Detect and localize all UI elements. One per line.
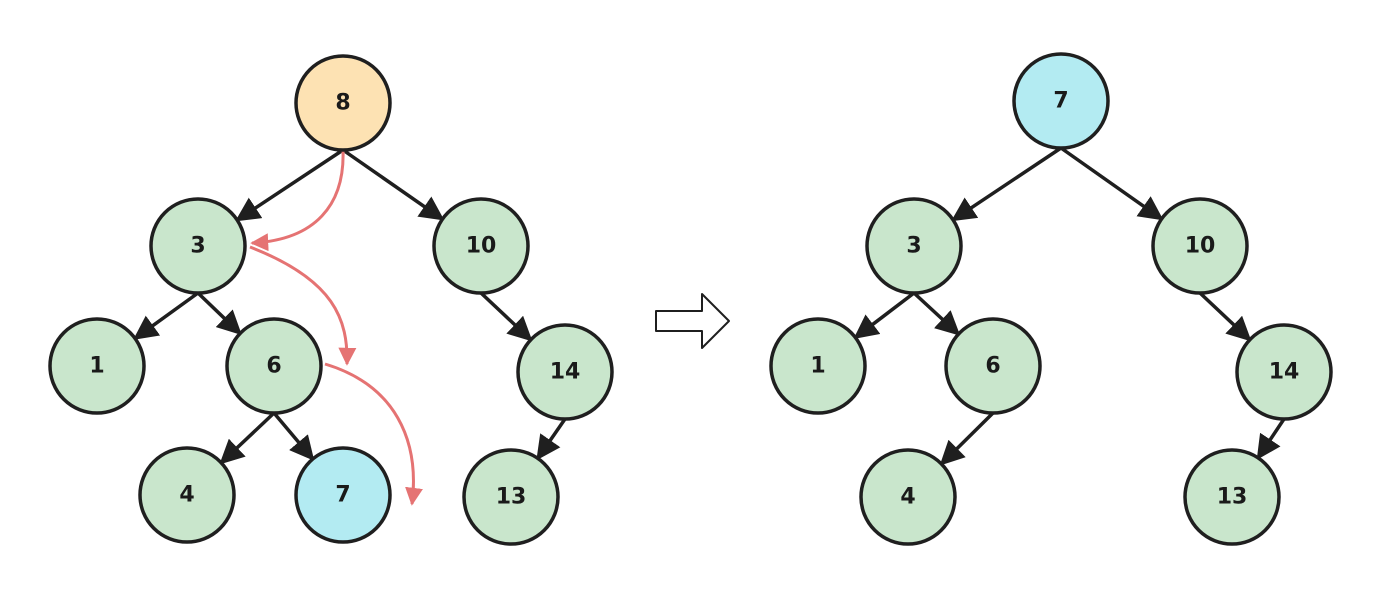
node-circle (432, 197, 530, 295)
node-label: 13 (1217, 485, 1248, 510)
node-circle (138, 446, 236, 544)
node-label: 14 (550, 360, 581, 385)
tree-node-1: 1 (769, 317, 867, 415)
node-label: 6 (985, 354, 1000, 379)
edge-b14-b13 (536, 418, 567, 461)
node-circle (294, 54, 392, 152)
node-circle (462, 448, 560, 546)
edge-b10-b14 (479, 291, 533, 342)
before-tree-nodes: 8 3 10 1 6 14 4 7 13 (48, 54, 614, 546)
node-label: 8 (335, 91, 350, 116)
node-label: 13 (496, 485, 527, 510)
tree-node-10: 10 (1151, 197, 1249, 295)
node-label: 4 (900, 485, 915, 510)
highlight-path-b8-b3 (250, 149, 345, 252)
node-circle (1151, 197, 1249, 295)
edge-a14-a13 (1256, 418, 1286, 460)
edge-a6-a4 (939, 411, 995, 466)
edge-b6-b7 (272, 411, 315, 461)
node-label: 7 (335, 483, 350, 508)
tree-node-7: 7 (294, 446, 392, 544)
edge-a3-a1 (853, 291, 916, 340)
node-label: 14 (1269, 360, 1300, 385)
tree-node-3: 3 (149, 197, 247, 295)
after-tree-nodes: 7 3 10 1 6 14 4 13 (769, 52, 1333, 546)
node-circle (225, 317, 323, 415)
node-label: 1 (810, 354, 825, 379)
before-tree-edges (133, 148, 567, 465)
node-circle (149, 197, 247, 295)
tree-node-7: 7 (1012, 52, 1110, 150)
edge-a7-a10 (1059, 146, 1164, 221)
transform-arrow (655, 293, 730, 349)
node-label: 3 (906, 234, 921, 259)
edge-b8-b3 (235, 148, 344, 222)
node-label: 4 (179, 483, 194, 508)
tree-node-14: 14 (1235, 323, 1333, 421)
node-circle (294, 446, 392, 544)
node-circle (944, 317, 1042, 415)
node-label: 10 (1185, 234, 1216, 259)
edge-b8-b10 (342, 148, 445, 221)
after-tree-edges (853, 146, 1286, 466)
node-circle (1012, 52, 1110, 150)
node-circle (859, 448, 957, 546)
tree-node-8: 8 (294, 54, 392, 152)
node-label: 7 (1053, 89, 1068, 114)
node-circle (865, 197, 963, 295)
node-circle (1183, 448, 1281, 546)
highlight-path-b6-b7 (324, 362, 423, 506)
tree-node-1: 1 (48, 317, 146, 415)
node-label: 3 (190, 234, 205, 259)
edge-b6-b4 (219, 411, 276, 465)
node-label: 6 (266, 354, 281, 379)
tree-node-10: 10 (432, 197, 530, 295)
after-tree: 7 3 10 1 6 14 4 13 (769, 52, 1333, 546)
edge-b3-b6 (196, 291, 242, 336)
tree-node-13: 13 (462, 448, 560, 546)
tree-node-14: 14 (516, 323, 614, 421)
edge-b3-b1 (133, 291, 200, 340)
tree-node-4: 4 (859, 448, 957, 546)
tree-node-6: 6 (944, 317, 1042, 415)
tree-node-3: 3 (865, 197, 963, 295)
node-circle (48, 317, 146, 415)
node-circle (516, 323, 614, 421)
edge-a10-a14 (1198, 291, 1252, 342)
tree-node-13: 13 (1183, 448, 1281, 546)
edge-a3-a6 (912, 291, 961, 336)
tree-node-6: 6 (225, 317, 323, 415)
node-label: 1 (89, 354, 104, 379)
edge-a7-a3 (951, 146, 1062, 222)
node-circle (769, 317, 867, 415)
right-arrow-icon (655, 293, 730, 349)
before-tree: 8 3 10 1 6 14 4 7 13 (48, 54, 614, 546)
tree-node-4: 4 (138, 446, 236, 544)
highlight-path-b3-b6 (249, 245, 357, 366)
node-label: 10 (466, 234, 497, 259)
highlight-path (249, 149, 423, 506)
node-circle (1235, 323, 1333, 421)
